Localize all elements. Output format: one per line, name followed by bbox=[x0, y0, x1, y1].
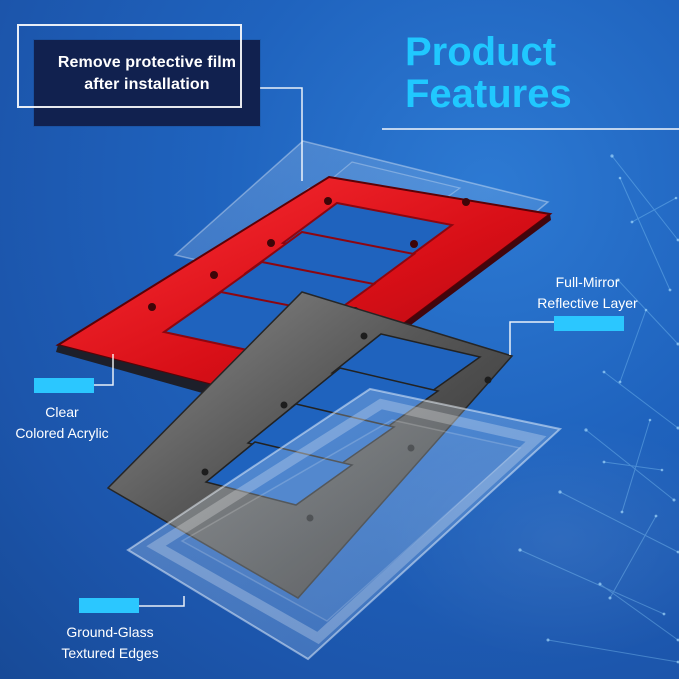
acrylic-tag bbox=[34, 378, 94, 393]
page-title-line-1: Product bbox=[405, 30, 557, 74]
acrylic-label-line-1: Clear bbox=[45, 404, 79, 420]
instruction-line-2: after installation bbox=[84, 76, 210, 93]
page-title: Product Features bbox=[405, 31, 572, 115]
glass-label: Ground-Glass Textured Edges bbox=[44, 622, 176, 664]
glass-label-line-1: Ground-Glass bbox=[66, 624, 154, 640]
mirror-label-line-1: Full-Mirror bbox=[555, 274, 620, 290]
mirror-label: Full-Mirror Reflective Layer bbox=[525, 272, 650, 314]
instruction-text: Remove protective film after installatio… bbox=[34, 52, 260, 96]
instruction-line-1: Remove protective film bbox=[57, 54, 237, 71]
title-divider bbox=[382, 128, 679, 130]
instruction-box bbox=[34, 40, 260, 126]
acrylic-label: Clear Colored Acrylic bbox=[12, 402, 112, 444]
callout-lines bbox=[94, 87, 554, 607]
page-title-line-2: Features bbox=[405, 72, 572, 116]
ground-glass-layer bbox=[126, 387, 563, 661]
mirror-label-line-2: Reflective Layer bbox=[537, 295, 638, 311]
glass-label-line-2: Textured Edges bbox=[61, 645, 159, 661]
acrylic-label-line-2: Colored Acrylic bbox=[15, 425, 109, 441]
glass-tag bbox=[79, 598, 139, 613]
mirror-tag bbox=[554, 316, 624, 331]
